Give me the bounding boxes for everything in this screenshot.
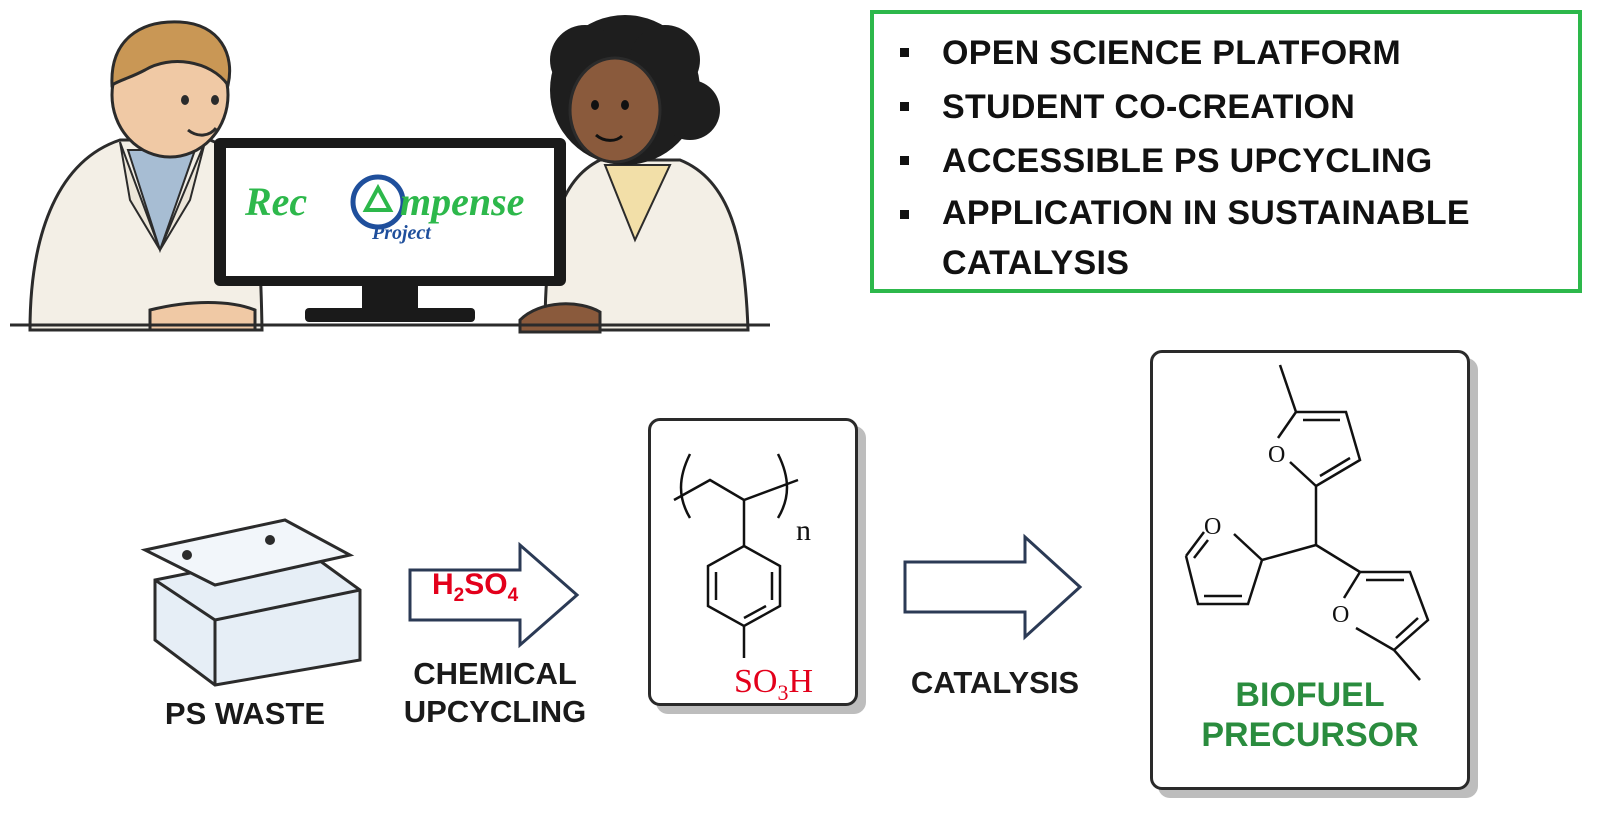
chemical-upcycling-label: CHEMICAL UPCYCLING <box>403 656 587 729</box>
bullet-square-icon <box>900 156 909 165</box>
monitor-logo: Rec mpense Project <box>240 178 560 258</box>
feature-item: STUDENT CO-CREATION <box>874 80 1578 134</box>
biofuel-precursor-label: BIOFUEL PRECURSOR <box>1201 676 1419 754</box>
key-features-list: OPEN SCIENCE PLATFORM STUDENT CO-CREATIO… <box>874 14 1578 288</box>
logo-subtitle: Project <box>372 222 431 244</box>
biofuel-precursor-card <box>1150 350 1470 790</box>
feature-item: APPLICATION IN SUSTAINABLE CATALYSIS <box>874 188 1578 288</box>
oxygen-atom-label: O <box>1204 514 1221 540</box>
sulfonic-acid-label: SO3H <box>734 663 813 705</box>
foam-box-icon <box>140 518 362 687</box>
biofuel-precursor-structure: O O O <box>1184 364 1430 681</box>
bullet-square-icon <box>900 210 909 219</box>
catalysis-label: CATALYSIS <box>910 665 1080 700</box>
feature-item: ACCESSIBLE PS UPCYCLING <box>874 134 1578 188</box>
logo-text-rec: Rec <box>245 179 308 224</box>
oxygen-atom-label: O <box>1332 602 1349 628</box>
recycle-icon <box>350 174 406 230</box>
sulfonated-polystyrene-structure: n SO3H <box>673 453 813 705</box>
reagent-label: H2SO4 <box>432 568 519 606</box>
bullet-square-icon <box>900 102 909 111</box>
ps-waste-label: PS WASTE <box>164 696 326 731</box>
monitor <box>214 138 566 322</box>
bullet-square-icon <box>900 48 909 57</box>
feature-item: OPEN SCIENCE PLATFORM <box>874 26 1578 80</box>
male-scientist-figure <box>28 20 264 332</box>
key-features-box: OPEN SCIENCE PLATFORM STUDENT CO-CREATIO… <box>870 10 1582 293</box>
sulfonated-polystyrene-card <box>648 418 858 706</box>
catalysis-arrow <box>903 533 1083 641</box>
repeat-index-label: n <box>796 514 811 547</box>
oxygen-atom-label: O <box>1268 442 1285 468</box>
scientists-illustration <box>10 15 770 334</box>
logo-text-mpense: mpense <box>400 179 525 224</box>
upcycling-arrow <box>408 541 580 649</box>
